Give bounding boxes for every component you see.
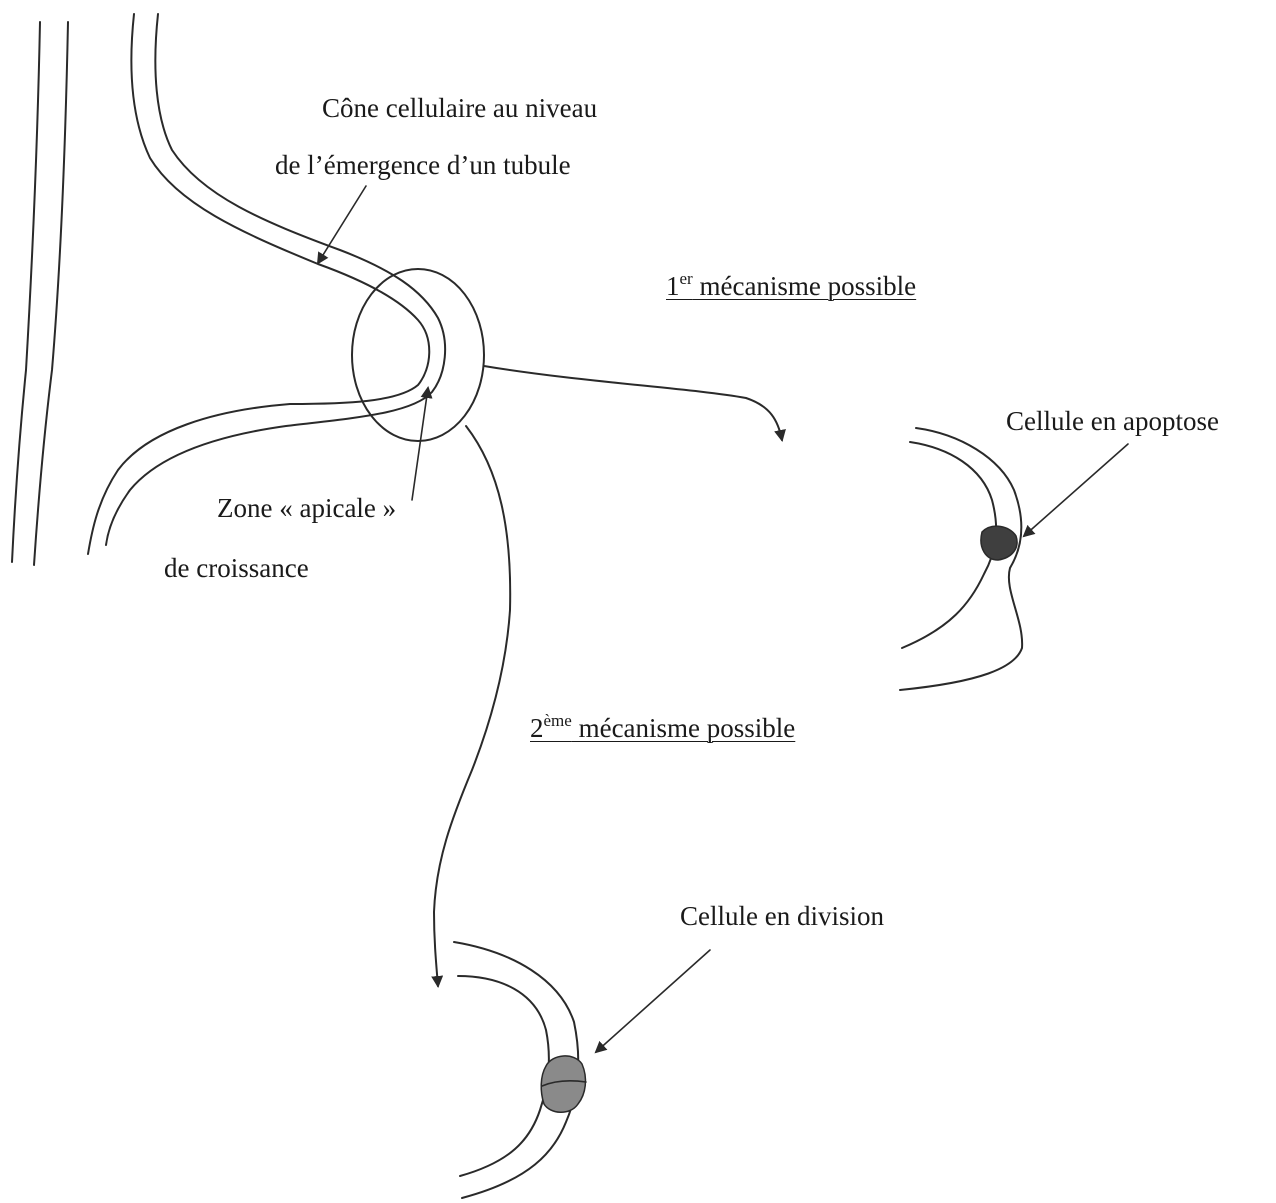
mechanism2-flow-arrow <box>434 426 510 986</box>
mechanism1-ordinal: er <box>680 269 693 288</box>
mechanism1-number: 1 <box>666 271 680 301</box>
mechanism2-number: 2 <box>530 713 544 743</box>
division-tubule <box>454 942 586 1198</box>
mechanism1-heading: 1er mécanisme possible <box>666 270 916 300</box>
apical-zone-label-line2: de croissance <box>164 555 309 582</box>
mechanism2-heading: 2ème mécanisme possible <box>530 712 795 742</box>
cone-label-line1: Cône cellulaire au niveau <box>322 95 597 122</box>
zone-label-arrow <box>412 388 428 500</box>
apoptosis-tubule <box>900 428 1022 690</box>
mechanism2-ordinal: ème <box>544 711 572 730</box>
main-duct <box>12 22 68 565</box>
mechanism2-text: mécanisme possible <box>572 713 795 743</box>
apoptosis-label: Cellule en apoptose <box>1006 408 1219 435</box>
apoptosis-label-arrow <box>1024 444 1128 536</box>
apoptotic-cell <box>981 526 1017 560</box>
division-label: Cellule en division <box>680 903 884 930</box>
apical-zone-circle <box>352 269 484 441</box>
cone-label-line2: de l’émergence d’un tubule <box>275 152 571 179</box>
mechanism1-flow-arrow <box>484 366 782 440</box>
mechanism1-text: mécanisme possible <box>693 271 916 301</box>
division-label-arrow <box>596 950 710 1052</box>
apical-zone-label-line1: Zone « apicale » <box>217 495 396 522</box>
